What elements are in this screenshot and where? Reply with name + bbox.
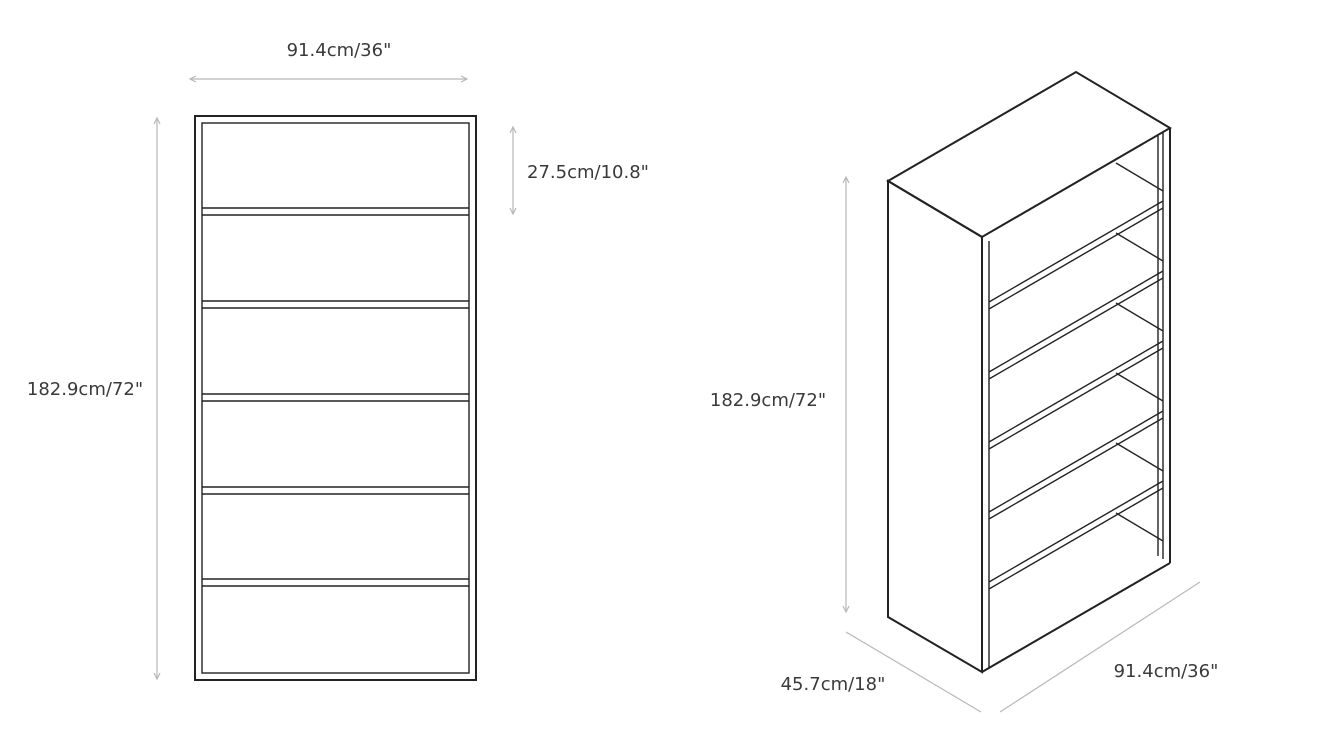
front-inner-frame [201, 122, 470, 674]
iso-width-dimension: 91.4cm/36" [999, 581, 1219, 713]
front-width-dimension: 91.4cm/36" [188, 40, 469, 83]
iso-height-label: 182.9cm/72" [710, 390, 826, 411]
iso-height-dimension: 182.9cm/72" [710, 175, 850, 614]
front-shelf-gap-label: 27.5cm/10.8" [527, 162, 649, 183]
iso-depth-label: 45.7cm/18" [781, 674, 886, 695]
iso-width-label: 91.4cm/36" [1114, 661, 1219, 682]
front-shelf-gap-dimension: 27.5cm/10.8" [509, 125, 649, 216]
iso-side-panel [887, 179, 983, 674]
iso-view: 182.9cm/72" 45.7cm/18" 91.4cm/36" [710, 70, 1219, 713]
front-outer-frame [194, 115, 477, 681]
front-height-label: 182.9cm/72" [27, 379, 143, 400]
front-height-dimension: 182.9cm/72" [27, 116, 161, 681]
front-shelves [202, 207, 469, 587]
iso-depth-dimension: 45.7cm/18" [781, 631, 982, 713]
iso-top-face [886, 70, 1172, 239]
front-view: 91.4cm/36" 182.9cm/72" 27.5cm/10.8" [27, 40, 649, 681]
iso-shelves [988, 162, 1164, 590]
front-width-label: 91.4cm/36" [287, 40, 392, 61]
